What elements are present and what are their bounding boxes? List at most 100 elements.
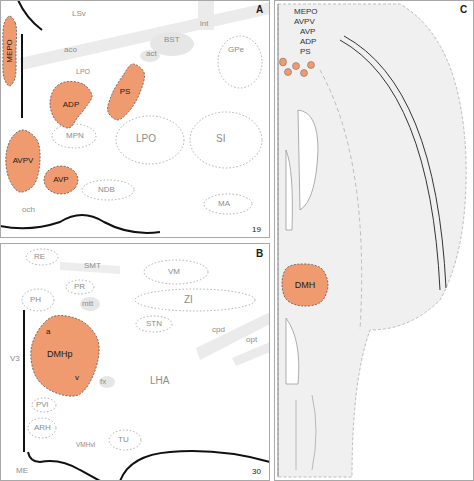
section-19-drawing — [140, 50, 160, 62]
brain-overview-drawing — [285, 69, 292, 76]
section-19-drawing — [190, 112, 262, 168]
section-30-drawing — [23, 310, 25, 452]
brain-overview-drawing — [344, 36, 446, 288]
region-outline — [282, 264, 328, 306]
nucleus-label: ADP — [63, 101, 79, 109]
section-19-drawing — [82, 180, 134, 200]
region-label: MA — [218, 200, 230, 208]
region-label: SMT — [84, 262, 101, 270]
section-number: 30 — [252, 468, 261, 476]
section-19-drawing — [198, 0, 214, 30]
section-30-drawing — [26, 249, 58, 265]
region-label: TU — [118, 436, 129, 444]
brain-overview-drawing — [296, 395, 316, 470]
nucleus-label: MEPO — [6, 39, 14, 63]
section-30-drawing — [32, 398, 56, 412]
section-30-drawing — [22, 289, 54, 311]
brain-overview-drawing — [278, 4, 279, 477]
region-label: int — [200, 20, 208, 28]
region-label: LPO — [136, 134, 156, 144]
section-30-drawing — [22, 249, 270, 481]
nucleus-label: v — [75, 374, 79, 382]
section-30-drawing — [60, 262, 120, 274]
nucleus-label: PS — [120, 88, 131, 96]
section-30-drawing — [109, 430, 141, 450]
atlas-panel: DMHp a v B 30 — [0, 243, 270, 481]
region-label: STN — [146, 320, 162, 328]
section-19-drawing — [52, 36, 262, 214]
brain-overview-drawing — [308, 62, 315, 69]
region-label: PH — [30, 296, 41, 304]
region-outline — [6, 130, 40, 192]
section-19-drawing — [0, 215, 160, 233]
region-label: VM — [168, 268, 180, 276]
section-19-drawing — [52, 124, 96, 148]
section-30-drawing — [22, 249, 255, 450]
section-19-drawing — [116, 116, 184, 164]
region-label: opt — [246, 336, 257, 344]
section-30-drawing — [28, 452, 100, 481]
region-outline — [108, 64, 145, 120]
region-outline — [44, 166, 78, 194]
section-30-drawing — [120, 451, 270, 481]
nucleus-label: a — [46, 328, 50, 336]
region-label: LPO — [76, 68, 90, 75]
section-30-drawing — [135, 289, 255, 311]
region-label: aco — [64, 46, 77, 54]
region-label: BST — [164, 36, 180, 44]
nucleus-label: DMH — [295, 281, 316, 290]
section-30-drawing — [66, 280, 94, 294]
nucleus-label: DMHp — [47, 350, 73, 359]
region-label: VMHvl — [76, 442, 95, 449]
region-label: ADP — [300, 38, 316, 46]
region-label: V3 — [10, 355, 20, 363]
nucleus-region: AVPV — [5, 129, 41, 193]
section-30-drawing — [28, 418, 56, 438]
nucleus-region: AVP — [43, 165, 79, 195]
region-outline — [3, 16, 17, 86]
region-label: MPN — [66, 132, 84, 140]
region-label: ME — [16, 467, 28, 475]
brain-overview-drawing — [280, 58, 315, 77]
nucleus-region: ADP — [49, 81, 93, 129]
region-label: MEPO — [294, 8, 318, 16]
section-19-drawing — [0, 0, 270, 233]
region-label: PS — [300, 48, 311, 56]
section-19-drawing — [204, 194, 252, 214]
section-19-drawing — [218, 36, 262, 88]
atlas-panel: DMH C — [274, 0, 474, 481]
region-label: PVi — [36, 401, 48, 409]
section-19-drawing — [18, 0, 42, 30]
brain-overview-drawing — [286, 318, 299, 384]
section-30-drawing — [80, 297, 100, 311]
region-label: RE — [34, 253, 45, 261]
region-label: act — [146, 50, 157, 58]
brain-overview-drawing — [278, 4, 466, 477]
brain-overview-drawing — [301, 70, 308, 77]
brain-overview-drawing — [286, 150, 292, 230]
region-label: GPe — [228, 46, 244, 54]
region-label: AVPV — [294, 18, 315, 26]
section-30-drawing — [99, 376, 115, 388]
region-label: cpd — [212, 326, 225, 334]
section-30-drawing — [144, 260, 208, 284]
nucleus-region: MEPO — [2, 15, 17, 87]
region-label: ARH — [34, 424, 51, 432]
section-19-drawing — [0, 0, 160, 233]
section-number: 19 — [252, 226, 261, 234]
region-label: SI — [216, 134, 225, 144]
region-label: AVP — [300, 28, 315, 36]
brain-overview-drawing — [278, 4, 466, 477]
section-30-drawing — [136, 316, 172, 332]
section-30-drawing — [24, 310, 270, 481]
region-label: ZI — [184, 295, 193, 305]
panel-letter: C — [460, 5, 467, 15]
region-label: NDB — [98, 186, 115, 194]
nucleus-region: DMH — [281, 263, 329, 307]
section-30-drawing — [232, 342, 270, 366]
section-19-drawing — [20, 2, 270, 70]
region-label: och — [22, 206, 35, 214]
panel-letter: B — [256, 249, 263, 259]
